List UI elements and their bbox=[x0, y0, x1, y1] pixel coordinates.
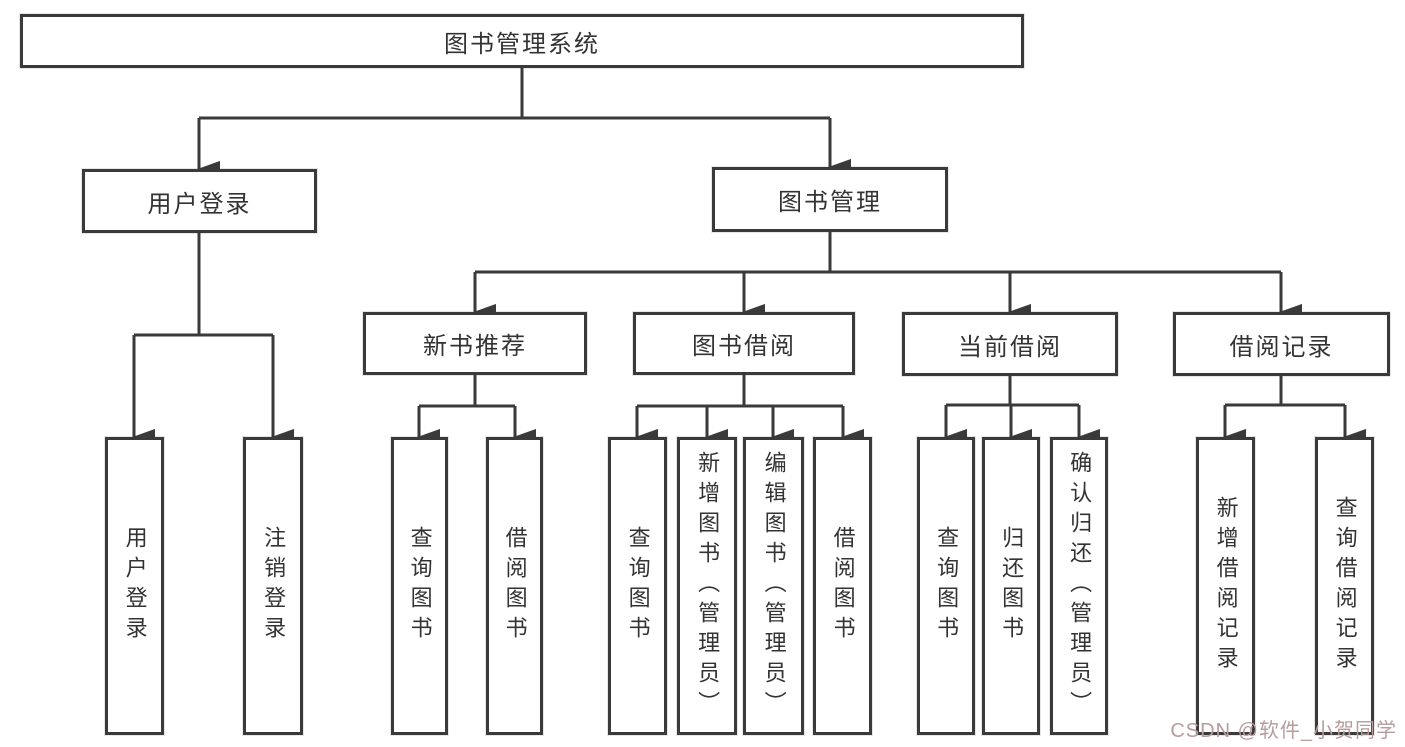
current-borrow-label: 当前借阅 bbox=[958, 333, 1062, 361]
book-management-node-label: 图书管理 bbox=[778, 189, 882, 216]
root-node: 图书管理系统 bbox=[20, 14, 1024, 68]
leaf-borrow-books-label: 借阅图书 bbox=[830, 526, 856, 646]
leaf-borrow-books: 借阅图书 bbox=[813, 437, 872, 735]
root-node-label: 图书管理系统 bbox=[444, 30, 600, 58]
book-borrow-node: 图书借阅 bbox=[633, 312, 855, 375]
borrow-record-node: 借阅记录 bbox=[1173, 312, 1390, 376]
borrow-record-label: 借阅记录 bbox=[1229, 333, 1334, 361]
leaf-query-books-recommend-label: 查询图书 bbox=[407, 526, 433, 646]
leaf-borrow-books-recommend-label: 借阅图书 bbox=[502, 526, 528, 646]
leaf-add-books-admin: 新增图书（管理员） bbox=[677, 437, 737, 735]
leaf-query-books-recommend: 查询图书 bbox=[391, 437, 448, 735]
current-borrow-node: 当前借阅 bbox=[902, 312, 1118, 376]
leaf-return-books: 归还图书 bbox=[982, 437, 1040, 735]
leaf-query-books-current-label: 查询图书 bbox=[934, 526, 960, 646]
book-management-node: 图书管理 bbox=[712, 167, 948, 232]
leaf-confirm-return-admin: 确认归还（管理员） bbox=[1050, 437, 1108, 735]
book-borrow-label: 图书借阅 bbox=[692, 333, 796, 360]
leaf-confirm-return-admin-label: 确认归还（管理员） bbox=[1067, 451, 1093, 721]
leaf-query-books-borrow: 查询图书 bbox=[608, 437, 667, 735]
new-book-recommend-label: 新书推荐 bbox=[423, 333, 527, 360]
leaf-query-books-borrow-label: 查询图书 bbox=[625, 526, 651, 646]
user-login-node-label: 用户登录 bbox=[147, 190, 252, 218]
leaf-borrow-books-recommend: 借阅图书 bbox=[486, 437, 543, 735]
user-login-node: 用户登录 bbox=[82, 169, 317, 233]
leaf-edit-books-admin: 编辑图书（管理员） bbox=[743, 437, 804, 735]
leaf-logout-label: 注销登录 bbox=[261, 526, 287, 646]
leaf-user-login-label: 用户登录 bbox=[122, 526, 148, 646]
leaf-add-borrow-record: 新增借阅记录 bbox=[1196, 437, 1255, 735]
leaf-return-books-label: 归还图书 bbox=[999, 526, 1025, 646]
leaf-edit-books-admin-label: 编辑图书（管理员） bbox=[761, 451, 787, 721]
leaf-add-borrow-record-label: 新增借阅记录 bbox=[1213, 496, 1239, 676]
leaf-user-login: 用户登录 bbox=[105, 437, 164, 735]
leaf-logout: 注销登录 bbox=[243, 437, 303, 735]
new-book-recommend-node: 新书推荐 bbox=[363, 312, 587, 375]
leaf-query-borrow-record: 查询借阅记录 bbox=[1315, 437, 1374, 735]
leaf-add-books-admin-label: 新增图书（管理员） bbox=[695, 451, 721, 721]
leaf-query-books-current: 查询图书 bbox=[917, 437, 975, 735]
leaf-query-borrow-record-label: 查询借阅记录 bbox=[1332, 496, 1358, 676]
